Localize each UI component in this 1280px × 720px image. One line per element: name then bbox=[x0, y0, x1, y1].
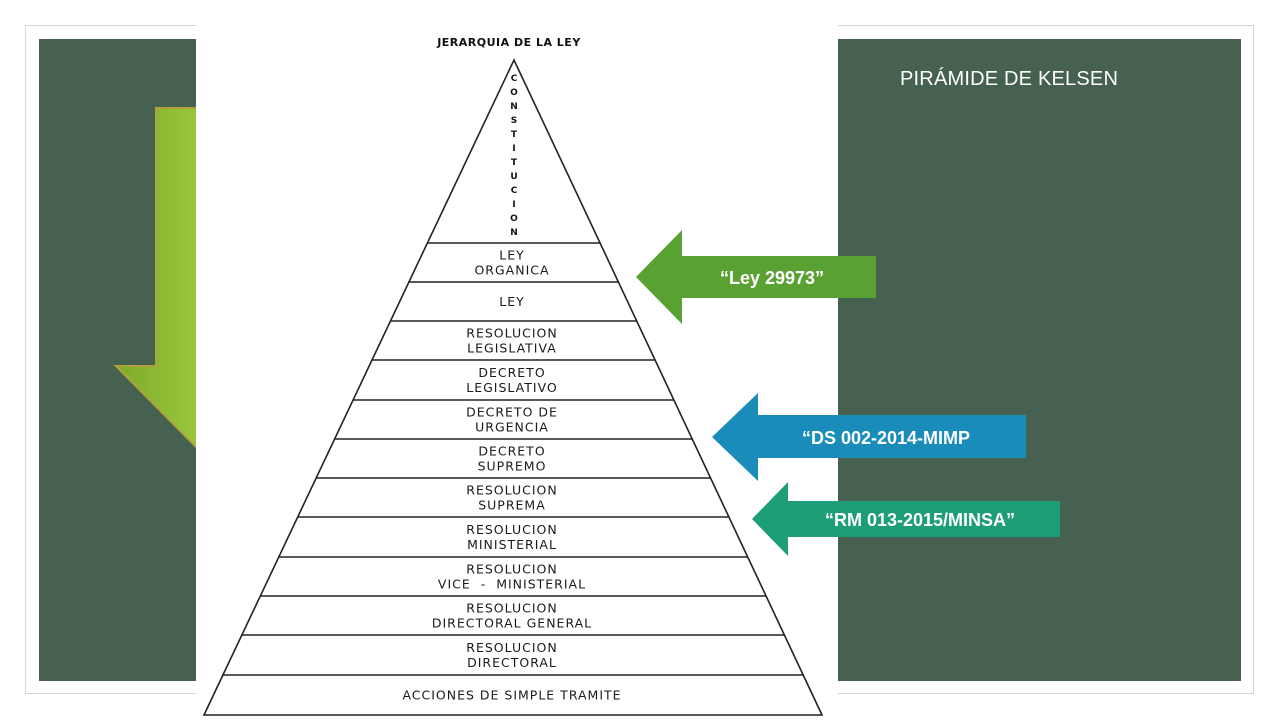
apex-letter: N bbox=[510, 228, 518, 238]
pyramid-level-label: ORGANICA bbox=[474, 263, 549, 278]
apex-letter: C bbox=[511, 186, 518, 196]
pyramid-level-label: DECRETO DE bbox=[466, 405, 558, 420]
apex-letter: O bbox=[510, 214, 518, 224]
pyramid-level-label: LEGISLATIVA bbox=[467, 341, 557, 356]
pyramid-level-label: RESOLUCION bbox=[466, 640, 557, 655]
slide-title: PIRÁMIDE DE KELSEN bbox=[900, 68, 1119, 90]
pyramid-level-label: RESOLUCION bbox=[466, 483, 557, 498]
pyramid-outline bbox=[202, 58, 824, 716]
callout-ds-002-2014-mimp: “DS 002-2014-MIMP bbox=[712, 393, 1026, 481]
apex-letter: C bbox=[511, 74, 518, 84]
pyramid-level-label: DECRETO bbox=[478, 444, 545, 459]
apex-letter: U bbox=[510, 172, 517, 182]
pyramid-title: JERARQUIA DE LA LEY bbox=[437, 36, 581, 49]
pyramid-level-label: LEY bbox=[499, 294, 525, 309]
callout-label-ds-002-2014-mimp: “DS 002-2014-MIMP bbox=[802, 428, 970, 448]
pyramid-level-label: RESOLUCION bbox=[466, 522, 557, 537]
pyramid-level-label: ACCIONES DE SIMPLE TRAMITE bbox=[402, 688, 621, 703]
apex-letter: T bbox=[511, 158, 518, 168]
apex-letter: O bbox=[510, 88, 518, 98]
callout-rm-013-2015-minsa: “RM 013-2015/MINSA” bbox=[752, 482, 1060, 556]
pyramid-level-label: MINISTERIAL bbox=[467, 537, 557, 552]
apex-letter: N bbox=[510, 102, 518, 112]
pyramid-level-label: VICE - MINISTERIAL bbox=[438, 577, 586, 592]
pyramid-level-label: DIRECTORAL GENERAL bbox=[432, 616, 592, 631]
pyramid-level-label: DIRECTORAL bbox=[467, 655, 557, 670]
pyramid-level-label: RESOLUCION bbox=[466, 601, 557, 616]
pyramid-level-label: LEY bbox=[499, 248, 525, 263]
pyramid-level-label: RESOLUCION bbox=[466, 326, 557, 341]
pyramid-level-label: LEGISLATIVO bbox=[466, 380, 558, 395]
pyramid-level-label: DECRETO bbox=[478, 365, 545, 380]
apex-letter: I bbox=[512, 200, 515, 210]
pyramid-level-label: SUPREMA bbox=[478, 498, 546, 513]
pyramid-level-label: RESOLUCION bbox=[466, 562, 557, 577]
pyramid-level-label: SUPREMO bbox=[478, 459, 547, 474]
apex-letter: S bbox=[511, 116, 517, 126]
apex-letter: T bbox=[511, 130, 518, 140]
callout-label-ley-29973: “Ley 29973” bbox=[720, 268, 824, 288]
callout-ley-29973: “Ley 29973” bbox=[636, 230, 876, 324]
pyramid-level-label: URGENCIA bbox=[475, 420, 549, 435]
apex-letter: I bbox=[512, 144, 515, 154]
callout-label-rm-013-2015-minsa: “RM 013-2015/MINSA” bbox=[825, 510, 1015, 530]
